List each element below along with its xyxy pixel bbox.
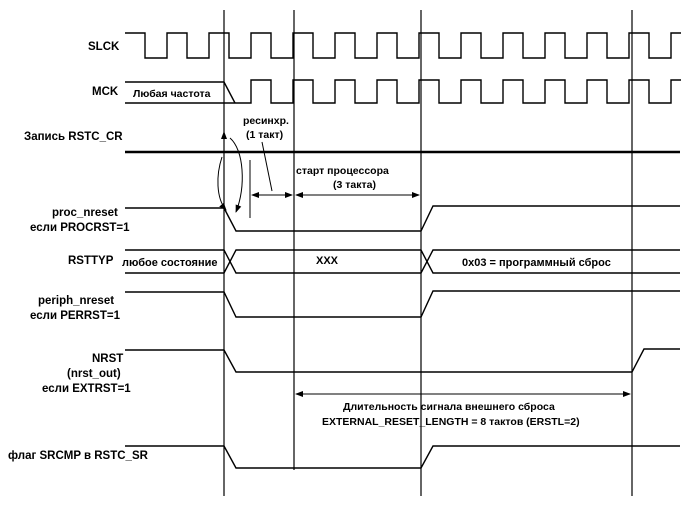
label-periph-nreset: periph_nreset (38, 295, 114, 307)
ext-reset-length-value: EXTERNAL_RESET_LENGTH = 8 тактов (ERSTL=… (322, 416, 580, 428)
label-proc-nreset-cond: если PROCRST=1 (30, 222, 130, 234)
resync-pointer (261, 141, 273, 192)
write-curve-right (229, 137, 243, 213)
label-periph-nreset-cond: если PERRST=1 (30, 310, 121, 322)
waveform-slck (125, 32, 681, 59)
ext-reset-length-label: Длительность сигнала внешнего сброса (343, 401, 555, 413)
label-mck: MCK (92, 86, 119, 98)
label-srcmp-flag: флаг SRCMP в RSTC_SR (8, 450, 149, 462)
label-rsttyp: RSTTYP (68, 255, 114, 267)
label-nrst-cond: если EXTRST=1 (42, 383, 131, 395)
label-write-rstc-cr: Запись RSTC_CR (24, 131, 123, 143)
rsttyp-any-state: любое состояние (122, 257, 218, 269)
waveform-mck-slow-clock (235, 79, 681, 104)
rsttyp-undefined: XXX (316, 255, 339, 267)
signal-labels: SLCK MCK Запись RSTC_CR proc_nreset если… (8, 41, 149, 462)
resync-label: ресинхр. (243, 115, 289, 127)
waveform-proc-nreset (125, 205, 680, 232)
label-nrst-out: (nrst_out) (67, 368, 121, 380)
resync-cycles-label: (1 такт) (246, 129, 283, 141)
waveform-mck-transition (223, 81, 236, 104)
label-slck: SLCK (88, 41, 120, 53)
label-proc-nreset: proc_nreset (52, 207, 118, 219)
reference-lines (223, 10, 633, 496)
waveform-nrst (125, 348, 680, 373)
write-to-reset-arrow (217, 156, 227, 211)
waveform-periph-nreset (125, 290, 680, 318)
waveform-rsttyp (125, 249, 680, 274)
cpu-start-label: старт процессора (296, 165, 389, 177)
cpu-start-cycles-label: (3 такта) (333, 179, 376, 191)
mck-any-frequency: Любая частота (133, 88, 211, 100)
label-nrst: NRST (92, 353, 123, 365)
waveform-srcmp-flag (125, 445, 680, 469)
rsttyp-software-reset: 0x03 = программный сброс (462, 257, 611, 269)
